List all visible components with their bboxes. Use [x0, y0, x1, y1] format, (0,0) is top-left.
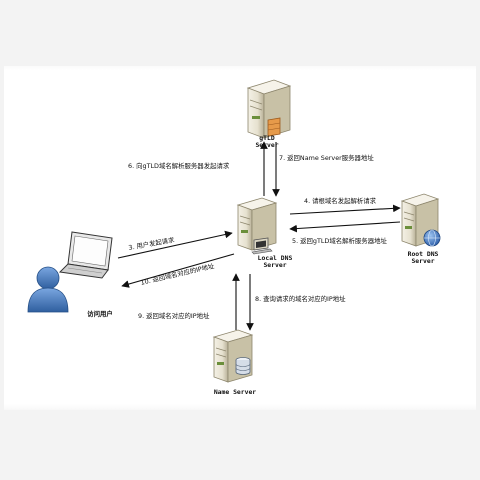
- step8-label: 8. 查询请求的域名对应的IP地址: [255, 295, 346, 303]
- laptop-icon: [58, 231, 113, 279]
- edge-step10: [121, 253, 235, 288]
- step6-label: 6. 向gTLD域名解析服务器发起请求: [128, 162, 230, 170]
- monitor-icon: [251, 237, 273, 255]
- gtld-server-icon: [246, 79, 292, 139]
- root-label-line2: Server: [411, 257, 435, 266]
- firewall-icon: [267, 117, 281, 137]
- local-label-line2: Server: [263, 261, 287, 270]
- gtld-label-line2: Server: [255, 141, 279, 150]
- step4-label: 4. 请根域名发起解析请求: [304, 197, 377, 205]
- edge-step3: [117, 230, 233, 259]
- globe-icon: [423, 229, 441, 247]
- edge-step4: [289, 204, 401, 215]
- local-dns-server-label: Local DNS Server: [240, 254, 310, 270]
- step9-label: 9. 返回域名对应的IP地址: [138, 312, 210, 320]
- root-label-line1: Root DNS: [407, 250, 439, 258]
- step7-label: 7. 返回Name Server服务器地址: [279, 154, 374, 162]
- database-icon: [235, 357, 251, 375]
- edge-step5: [289, 221, 401, 233]
- root-dns-server-label: Root DNS Server: [398, 250, 448, 266]
- top-fade: [0, 60, 480, 70]
- local-dns-server-icon: [236, 197, 278, 251]
- gtld-server-label: gTLD Server: [252, 134, 282, 150]
- bottom-fade: [0, 404, 480, 414]
- name-server-label: Name Server: [213, 388, 257, 396]
- gtld-label-line1: gTLD: [259, 134, 275, 142]
- step5-label: 5. 返回gTLD域名解析服务器地址: [292, 237, 387, 245]
- local-label-line1: Local DNS: [257, 254, 293, 262]
- user-label: 访问用户: [87, 310, 113, 318]
- user-icon: [27, 266, 69, 313]
